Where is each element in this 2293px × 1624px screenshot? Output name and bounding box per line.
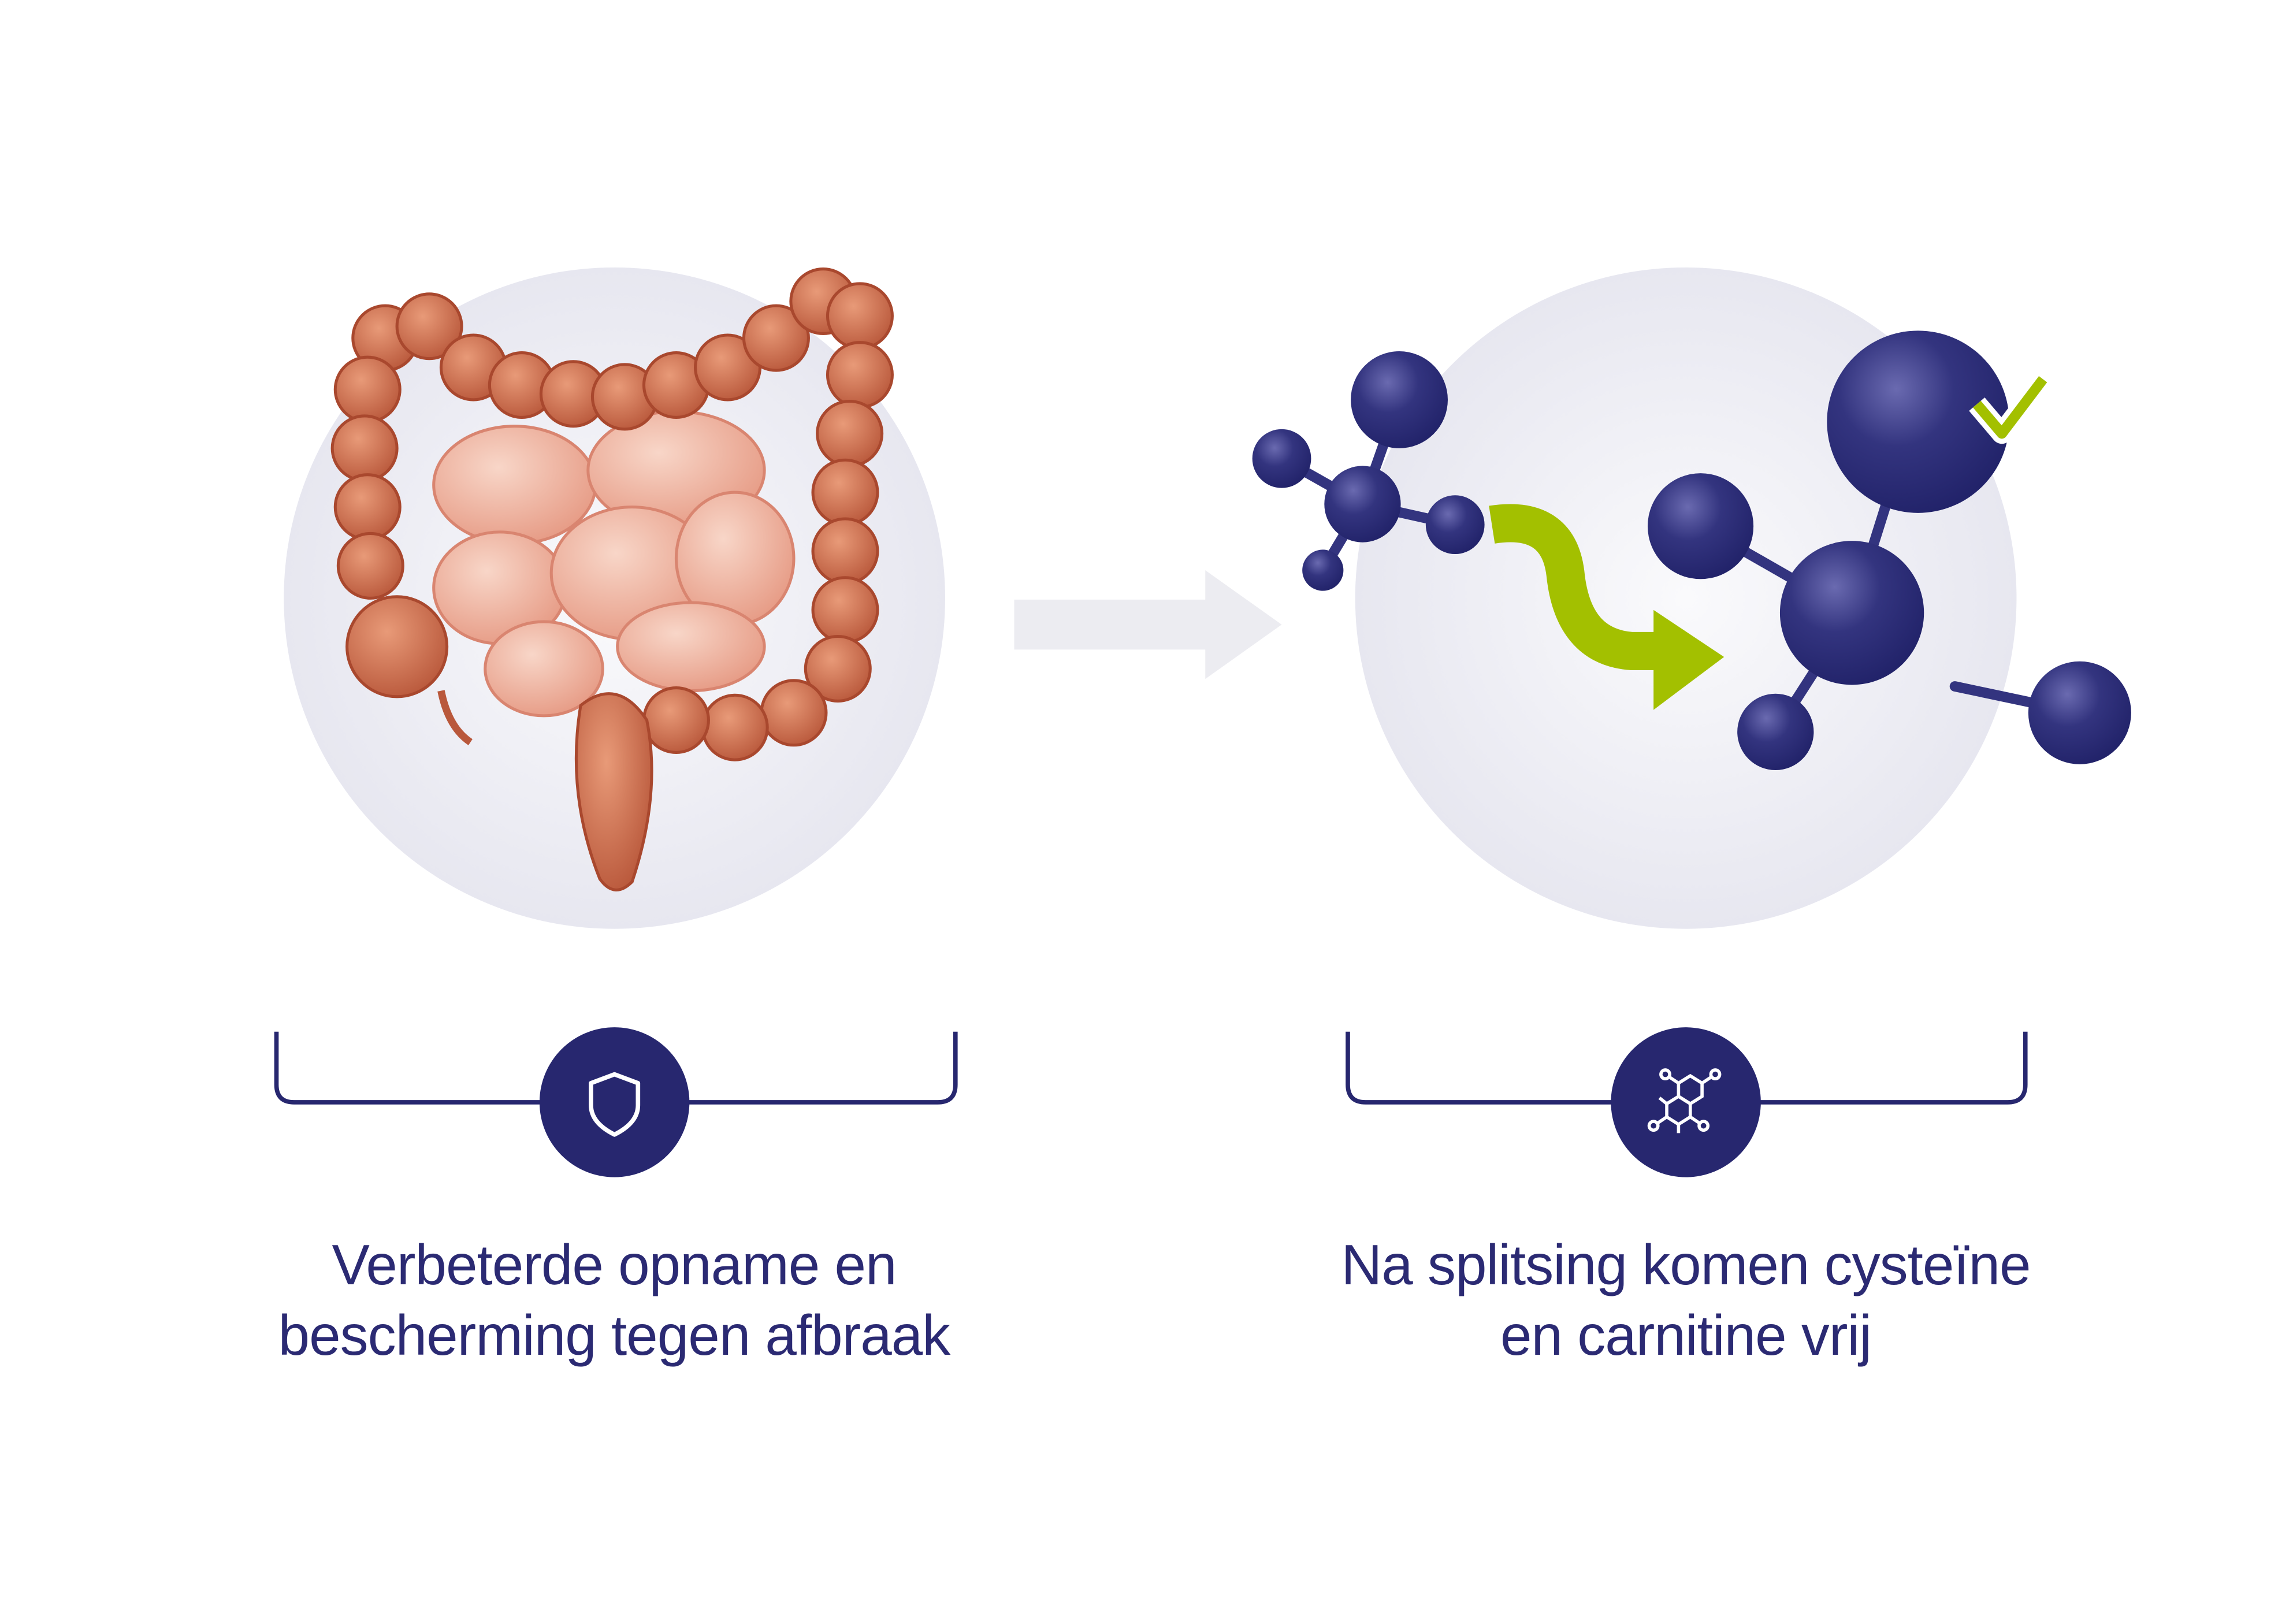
right-caption: Na splitsing komen cysteïne en carnitine… <box>1253 1229 2119 1370</box>
shield-icon <box>589 1072 641 1137</box>
atom <box>1827 330 2009 513</box>
atom <box>1252 429 1311 488</box>
molecule-icon <box>1647 1068 1722 1134</box>
atom <box>1647 473 1754 579</box>
molecule-badge <box>1611 1027 1761 1177</box>
colon <box>330 267 894 891</box>
atom <box>1737 693 1814 770</box>
small-intestine <box>432 410 796 718</box>
shield-badge <box>539 1027 690 1177</box>
intestine-illustration <box>330 267 894 891</box>
atom <box>1779 541 1924 685</box>
transform-arrow-icon <box>1489 504 1661 671</box>
molecule-illustration <box>1252 330 2131 770</box>
atom <box>1302 549 1344 591</box>
right-caption-line-2: en carnitine vrij <box>1500 1303 1872 1367</box>
atom <box>1324 466 1401 542</box>
left-caption-line-1: Verbeterde opname en <box>332 1233 897 1296</box>
atom <box>1425 495 1485 555</box>
left-caption: Verbeterde opname en bescherming tegen a… <box>181 1229 1047 1370</box>
atom <box>2028 661 2131 764</box>
right-caption-line-1: Na splitsing komen cysteïne <box>1341 1233 2031 1296</box>
atom <box>1351 351 1448 448</box>
appendix <box>437 690 473 745</box>
process-arrow-icon <box>1014 570 1282 679</box>
left-caption-line-2: bescherming tegen afbraak <box>278 1303 951 1367</box>
